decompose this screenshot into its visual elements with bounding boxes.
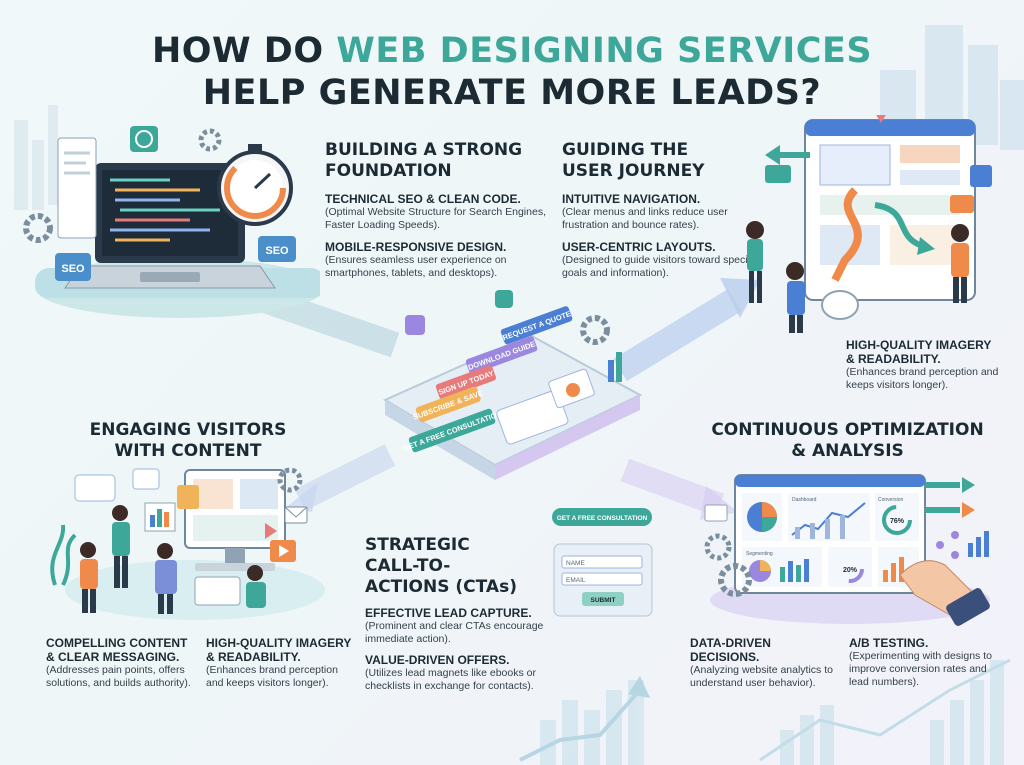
foundation-item-title: TECHNICAL SEO & CLEAN CODE. (325, 192, 521, 206)
foundation-heading-2: FOUNDATION (325, 161, 452, 181)
optimization-item-desc: (Analyzing website analytics to understa… (690, 664, 833, 689)
engaging-item-desc: (Enhances brand perception and keeps vis… (206, 664, 338, 689)
optimization-item-title: DATA-DRIVEN DECISIONS. (690, 636, 771, 664)
engaging-item-title: HIGH-QUALITY IMAGERY & READABILITY. (206, 636, 352, 664)
optimization-heading-2: & ANALYSIS (791, 441, 904, 461)
foundation-item-title: MOBILE-RESPONSIVE DESIGN. (325, 240, 507, 254)
title-line-1: HOW DO WEB DESIGNING SERVICES (0, 30, 1024, 72)
foundation-item-desc: (Ensures seamless user experience on sma… (325, 254, 507, 279)
cta-heading-1: STRATEGIC (365, 535, 470, 555)
page-title: HOW DO WEB DESIGNING SERVICES HELP GENER… (0, 30, 1024, 114)
form-cta-label: GET A FREE CONSULTATION (557, 515, 648, 522)
journey-item-title: INTUITIVE NAVIGATION. (562, 192, 701, 206)
engaging-illustration (50, 467, 325, 620)
lead-form-illustration: GET A FREE CONSULTATION NAME EMAIL SUBMI… (552, 508, 653, 617)
section-engaging-heading: ENGAGING VISITORS WITH CONTENT (68, 420, 308, 462)
engaging-item-2: HIGH-QUALITY IMAGERY & READABILITY. (Enh… (206, 636, 358, 690)
engaging-item-desc: (Addresses pain points, offers solutions… (46, 664, 191, 689)
cta-heading-3: ACTIONS (CTAs) (365, 577, 517, 597)
cta-item-title: EFFECTIVE LEAD CAPTURE. (365, 606, 532, 620)
analytics-dashboard-illustration: Dashboard Conversion 76% Segmenting 20% (704, 474, 990, 626)
form-email-field: EMAIL (566, 577, 586, 584)
form-submit-label: SUBMIT (591, 597, 616, 604)
laptop-illustration: SEO SEO (23, 126, 320, 318)
journey-side-desc: (Enhances brand perception and keeps vis… (846, 366, 999, 391)
journey-side-item: HIGH-QUALITY IMAGERY & READABILITY. (Enh… (846, 338, 1016, 392)
dash-segmenting-label: Segmenting (746, 551, 773, 557)
form-name-field: NAME (566, 560, 585, 567)
title-prefix: HOW DO (151, 31, 337, 71)
section-optimization-heading: CONTINUOUS OPTIMIZATION & ANALYSIS (700, 420, 995, 462)
cta-heading-2: CALL-TO- (365, 556, 451, 576)
dash-dashboard-label: Dashboard (792, 497, 817, 503)
journey-side-title-1: HIGH-QUALITY IMAGERY (846, 338, 992, 352)
cta-item-desc: (Utilizes lead magnets like ebooks or ch… (365, 667, 536, 692)
foundation-item-desc: (Optimal Website Structure for Search En… (325, 206, 546, 231)
title-highlight: WEB DESIGNING SERVICES (336, 31, 873, 71)
optimization-item-title: A/B TESTING. (849, 636, 929, 650)
optimization-item-desc: (Experimenting with designs to improve c… (849, 650, 992, 688)
journey-illustration (746, 115, 992, 333)
seo-tag-right: SEO (265, 245, 289, 257)
dash-kpi-1: 76% (890, 518, 905, 525)
engaging-item-title: COMPELLING CONTENT & CLEAR MESSAGING. (46, 636, 188, 664)
cta-item-title: VALUE-DRIVEN OFFERS. (365, 653, 510, 667)
section-user-journey: GUIDING THE USER JOURNEY INTUITIVE NAVIG… (562, 140, 762, 280)
engaging-item-1: COMPELLING CONTENT & CLEAR MESSAGING. (A… (46, 636, 198, 690)
journey-heading-2: USER JOURNEY (562, 161, 705, 181)
optimization-item-2: A/B TESTING. (Experimenting with designs… (849, 636, 1009, 689)
optimization-item-1: DATA-DRIVEN DECISIONS. (Analyzing websit… (690, 636, 840, 690)
foundation-heading-1: BUILDING A STRONG (325, 140, 523, 160)
seo-tag-left: SEO (61, 263, 85, 275)
center-cta-platform: REQUEST A QUOTE DOWNLOAD GUIDE SIGN UP T… (382, 290, 643, 480)
journey-heading-1: GUIDING THE (562, 140, 689, 160)
journey-side-title-2: & READABILITY. (846, 352, 941, 366)
dash-conversion-label: Conversion (878, 497, 904, 503)
engaging-heading-2: WITH CONTENT (114, 441, 262, 461)
dash-kpi-2: 20% (843, 567, 858, 574)
journey-item-desc: (Designed to guide visitors toward speci… (562, 254, 759, 279)
section-cta: STRATEGIC CALL-TO- ACTIONS (CTAs) EFFECT… (365, 535, 555, 693)
section-foundation: BUILDING A STRONG FOUNDATION TECHNICAL S… (325, 140, 550, 280)
engaging-heading-1: ENGAGING VISITORS (89, 420, 287, 440)
journey-item-title: USER-CENTRIC LAYOUTS. (562, 240, 716, 254)
journey-item-desc: (Clear menus and links reduce user frust… (562, 206, 728, 231)
optimization-heading-1: CONTINUOUS OPTIMIZATION (711, 420, 984, 440)
cta-item-desc: (Prominent and clear CTAs encourage imme… (365, 620, 544, 645)
title-line-2: HELP GENERATE MORE LEADS? (202, 73, 822, 113)
